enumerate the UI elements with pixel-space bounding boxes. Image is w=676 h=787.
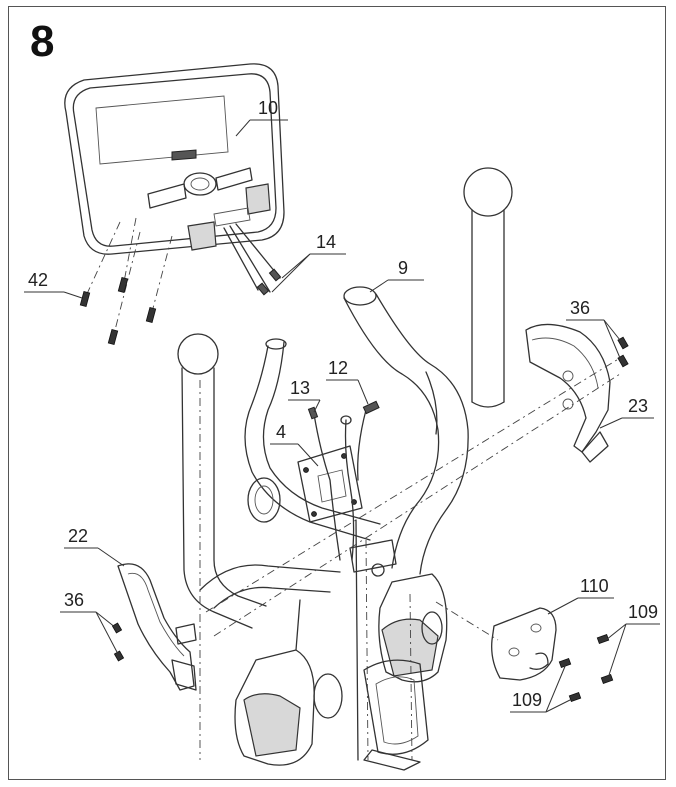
center-post: [349, 519, 397, 761]
callout-4: 4: [276, 422, 286, 442]
handlebar-part-9: [199, 286, 469, 609]
callout-109-bottom: 109: [512, 690, 542, 710]
callout-23: 23: [628, 396, 648, 416]
callout-22: 22: [68, 526, 88, 546]
wire-part-13: [307, 406, 341, 561]
callout-14: 14: [316, 232, 336, 252]
rear-upright-tube: [463, 167, 513, 408]
callout-36-left: 36: [64, 590, 84, 610]
left-cover-part-22: [117, 563, 197, 691]
console-screws-part-42: [79, 217, 173, 346]
left-handle-tube: [177, 333, 267, 760]
callout-10: 10: [258, 98, 278, 118]
console-part-10: [64, 63, 285, 255]
right-cover-part-23: [205, 323, 621, 637]
right-screws-part-36: [617, 336, 629, 368]
screws-part-109: [558, 633, 614, 703]
callout-13: 13: [290, 378, 310, 398]
callout-110: 110: [580, 576, 609, 596]
lower-right-pedal-housing: [378, 573, 448, 683]
mounting-plate-part-4: [297, 445, 363, 523]
callout-36-right: 36: [570, 298, 590, 318]
lower-left-pedal-housing: [234, 599, 343, 766]
callout-109-right: 109: [628, 602, 658, 622]
diagram-frame: [8, 6, 666, 780]
step-number: 8: [30, 17, 55, 66]
callout-42: 42: [28, 270, 48, 290]
console-wires-part-14: [223, 223, 282, 296]
wire-part-12: [340, 400, 380, 561]
left-screws-part-36: [111, 622, 125, 662]
front-cover-part-110: [435, 601, 557, 681]
callout-9: 9: [398, 258, 408, 278]
callout-12: 12: [328, 358, 348, 378]
callout-labels: 10 14 42 9 36 23 13 12 4 22 36 110 109 1…: [28, 98, 658, 710]
callout-leaders: [24, 119, 660, 713]
bottle-holder: [363, 593, 429, 771]
